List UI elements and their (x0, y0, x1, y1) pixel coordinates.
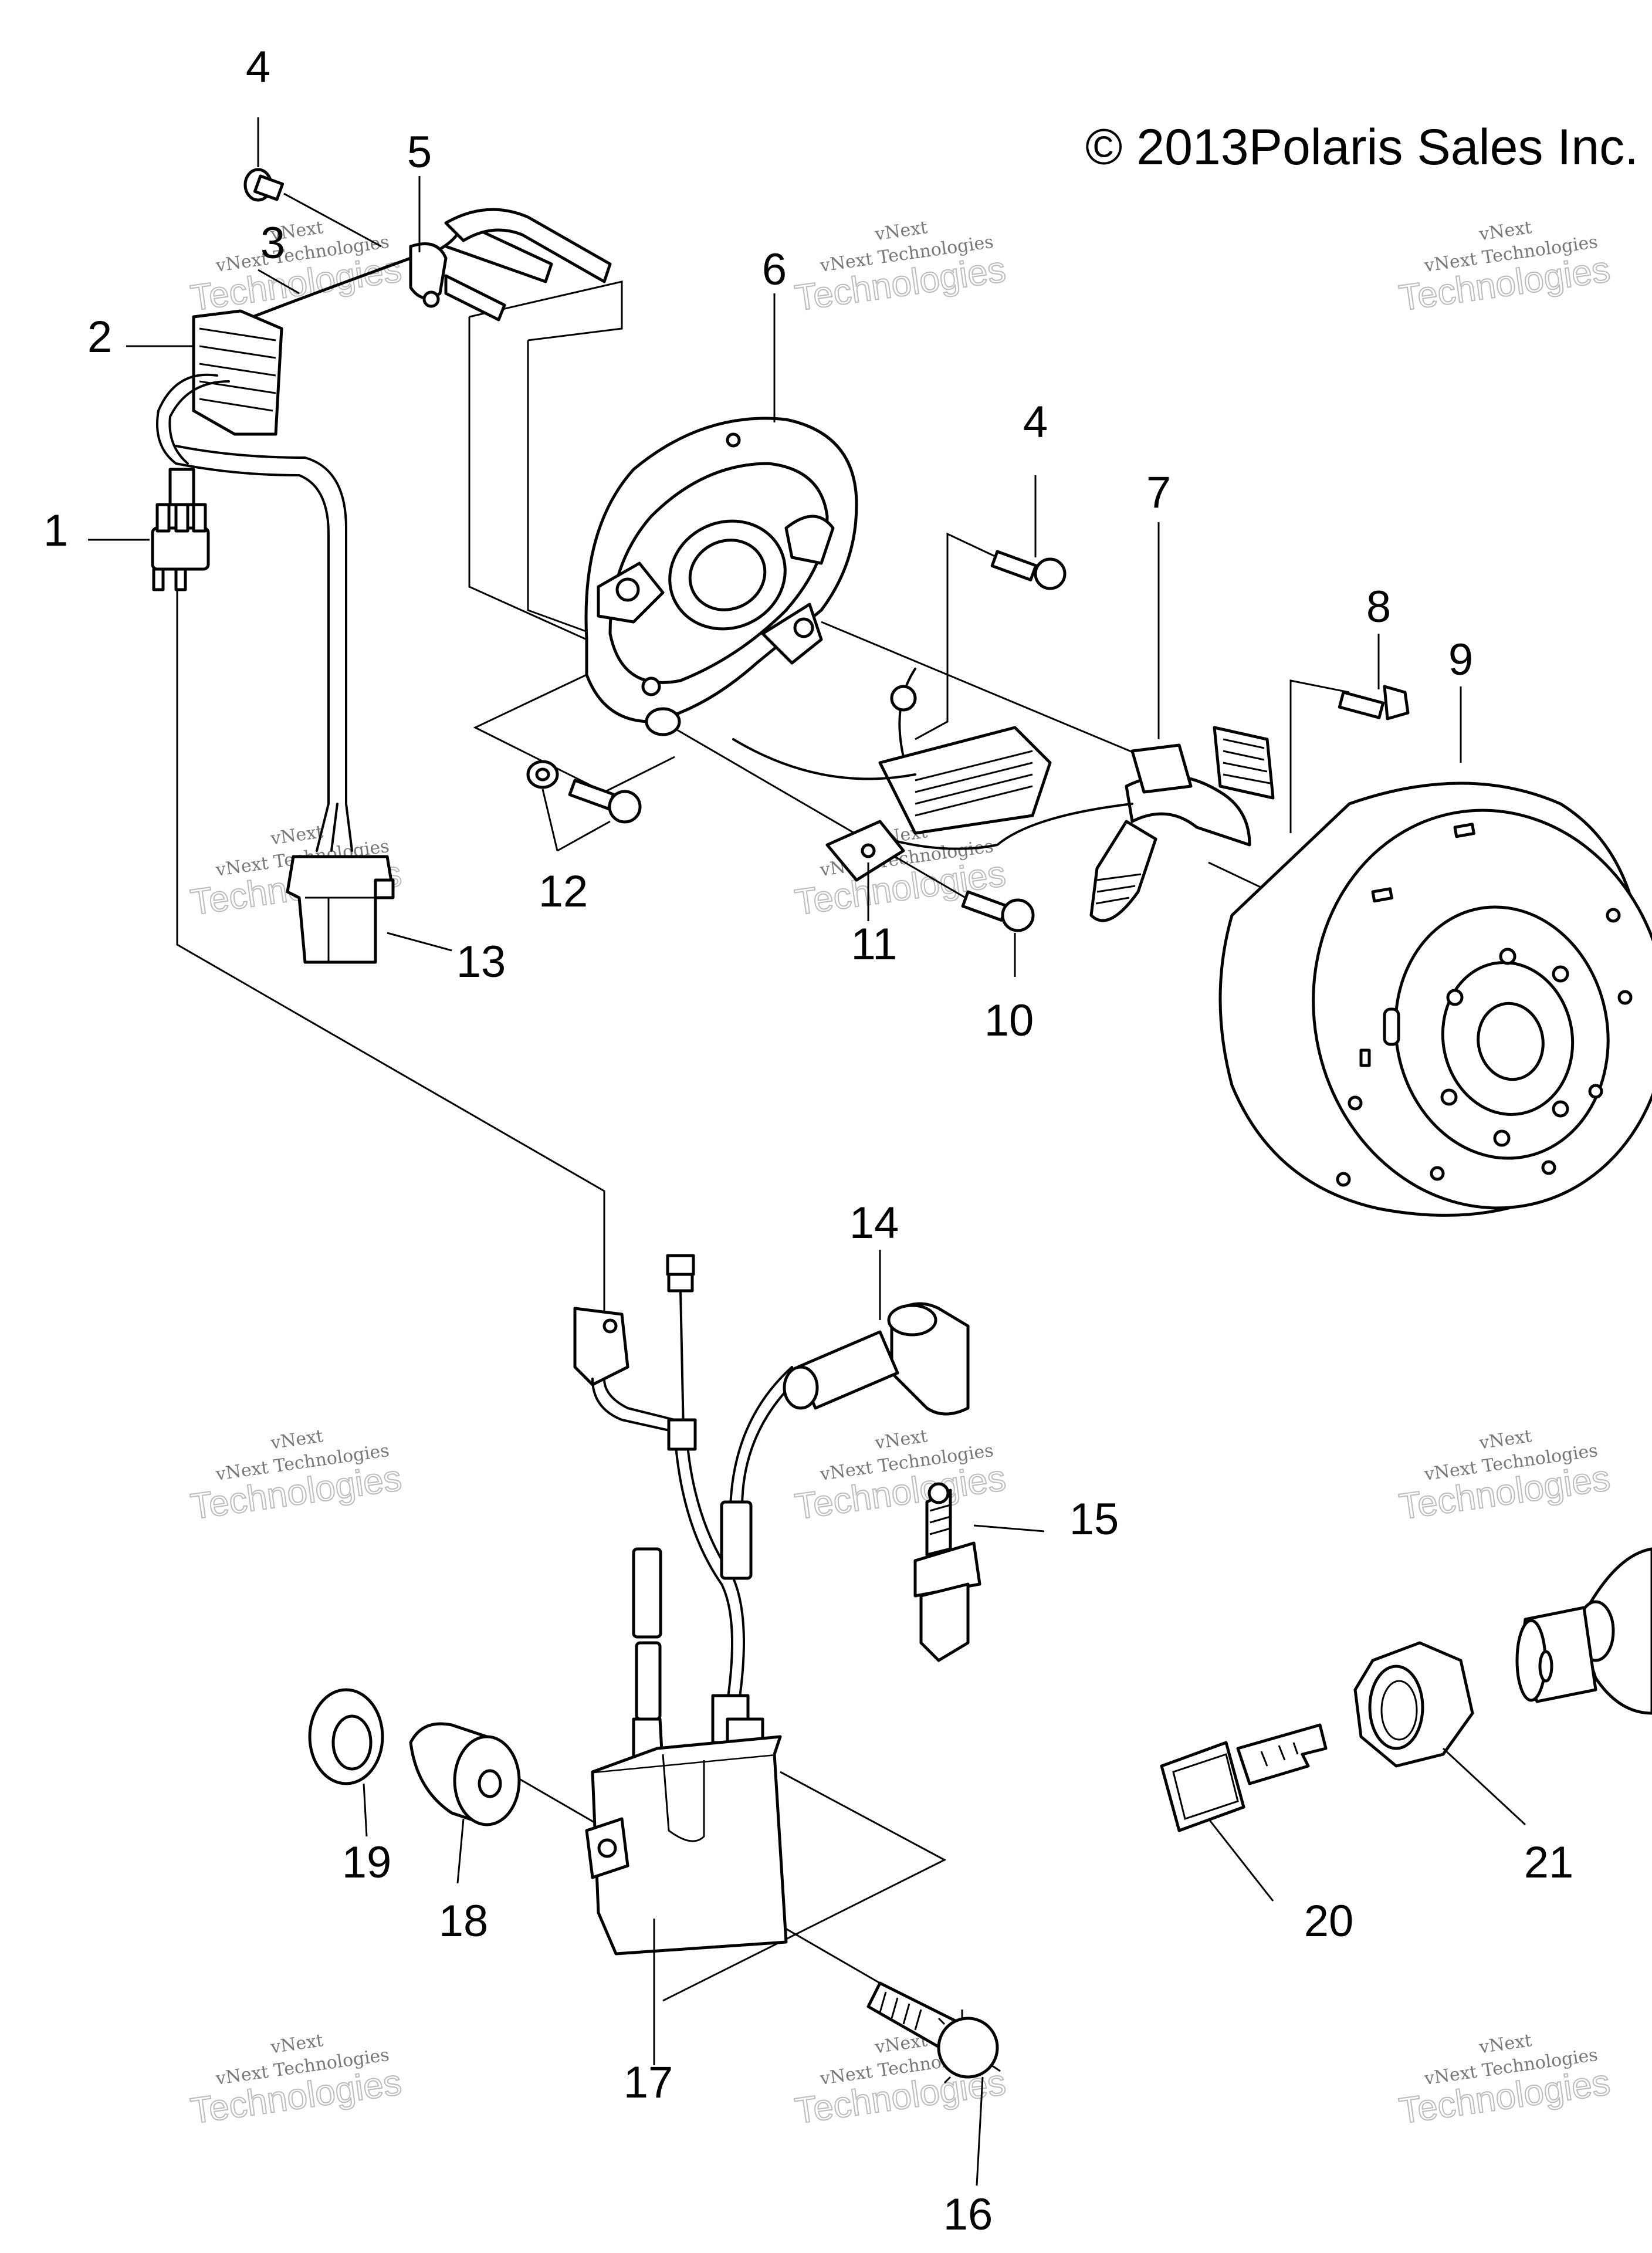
watermark: vNext vNext Technologies Technologies (1396, 217, 1613, 319)
coil-wires (573, 1254, 799, 1774)
callouts: 1 2 3 4 4 5 6 7 8 9 10 11 12 13 14 15 16… (43, 42, 1573, 2240)
stator-plate (584, 417, 858, 736)
svg-text:vNext: vNext (269, 2030, 324, 2058)
callout-20: 20 (1304, 1896, 1354, 1946)
callout-7: 7 (1146, 468, 1171, 517)
ignition-key (1160, 1723, 1328, 1832)
stator-screw-washer (526, 760, 642, 824)
svg-text:vNext: vNext (873, 217, 929, 245)
callout-5: 5 (407, 127, 432, 177)
spark-plug (913, 1482, 981, 1662)
wire-harness (156, 373, 347, 805)
watermark: vNext vNext Technologies Technologies (1396, 2030, 1613, 2132)
svg-text:vNext: vNext (1477, 2030, 1533, 2058)
callout-9: 9 (1448, 635, 1473, 685)
callout-10: 10 (984, 996, 1034, 1046)
callout-11: 11 (851, 919, 898, 969)
callout-6: 6 (762, 245, 787, 295)
flywheel-screw (1338, 685, 1410, 720)
leader-lines (88, 117, 1526, 2186)
stator-connector (286, 803, 395, 964)
watermark: vNext vNext Technologies Technologies (792, 217, 1009, 319)
assembly-lines (176, 280, 1350, 2002)
screw-stator (990, 550, 1067, 590)
charge-coil (732, 668, 1052, 882)
watermark: vNext vNext Technologies Technologies (792, 1426, 1009, 1528)
svg-text:vNext: vNext (873, 1426, 929, 1453)
washer (308, 1688, 384, 1785)
svg-text:vNext: vNext (269, 821, 324, 849)
coil-bolt (866, 1981, 1001, 2084)
callout-16: 16 (943, 2190, 993, 2240)
watermark: vNext vNext Technologies Technologies (188, 1426, 405, 1528)
copyright-text: © 2013Polaris Sales Inc. (1085, 119, 1639, 175)
spark-plug-cap (783, 1302, 970, 1416)
svg-text:vNext: vNext (1477, 217, 1533, 245)
coil-screw (961, 890, 1035, 932)
callout-21: 21 (1524, 1838, 1574, 1887)
watermark: vNext vNext Technologies Technologies (188, 2030, 405, 2132)
callout-4-stator: 4 (1023, 397, 1048, 447)
callout-17: 17 (624, 2058, 673, 2107)
ignition-switch (1515, 1547, 1652, 1715)
callout-3: 3 (260, 218, 285, 268)
callout-13: 13 (456, 937, 506, 987)
callout-1: 1 (43, 506, 68, 556)
callout-8: 8 (1366, 582, 1391, 632)
svg-text:vNext: vNext (1477, 1426, 1533, 1453)
hex-nut (1353, 1641, 1474, 1768)
harness-clip (222, 208, 612, 330)
callout-2: 2 (87, 312, 112, 362)
watermark: vNext vNext Technologies Technologies (1396, 1426, 1613, 1528)
pulse-coil (867, 726, 1275, 922)
callout-14: 14 (849, 1198, 899, 1248)
ignition-coil (585, 1735, 788, 1956)
svg-text:vNext: vNext (269, 1426, 324, 1453)
spacer (409, 1722, 521, 1826)
callout-15: 15 (1069, 1494, 1119, 1544)
screw-top (243, 168, 382, 248)
grommet (192, 309, 283, 436)
harness-connector (151, 503, 210, 591)
flywheel (1218, 782, 1652, 1217)
callout-4-top: 4 (246, 42, 270, 92)
callout-12: 12 (539, 867, 588, 916)
callout-19: 19 (342, 1838, 392, 1887)
callout-18: 18 (439, 1896, 489, 1946)
